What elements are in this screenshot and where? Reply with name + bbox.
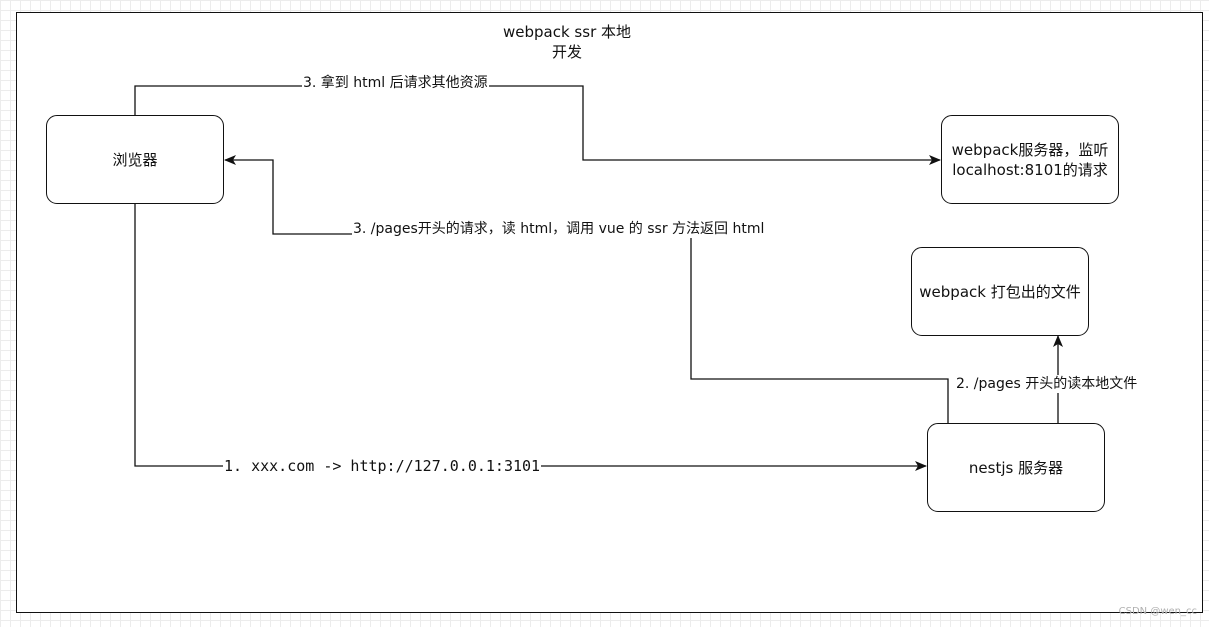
edge-fetch-resources-line [134, 85, 941, 165]
edge-pages-ssr-label: 3. /pages开头的请求，读 html，调用 vue 的 ssr 方法返回 … [352, 220, 766, 238]
edge-request-line [134, 204, 927, 471]
watermark: CSDN @wen_cc [1118, 606, 1197, 617]
diagram-title: webpack ssr 本地 开发 [503, 23, 631, 61]
browser-label: 浏览器 [112, 150, 158, 169]
nestjs-label: nestjs 服务器 [968, 458, 1064, 477]
edge-request-label: 1. xxx.com -> http://127.0.0.1:3101 [223, 457, 542, 475]
browser-node: 浏览器 [46, 115, 224, 204]
webpack-output-label: webpack 打包出的文件 [919, 282, 1081, 301]
webpack-output-node: webpack 打包出的文件 [911, 247, 1089, 336]
edge-read-files-label: 2. /pages 开头的读本地文件 [955, 375, 1139, 393]
webpack-server-label: webpack服务器，监听 localhost:8101的请求 [951, 140, 1109, 179]
edge-pages-ssr-line [224, 155, 949, 423]
edge-fetch-resources-label: 3. 拿到 html 后请求其他资源 [302, 74, 489, 92]
nestjs-node: nestjs 服务器 [927, 423, 1105, 512]
webpack-server-node: webpack服务器，监听 localhost:8101的请求 [941, 115, 1119, 204]
